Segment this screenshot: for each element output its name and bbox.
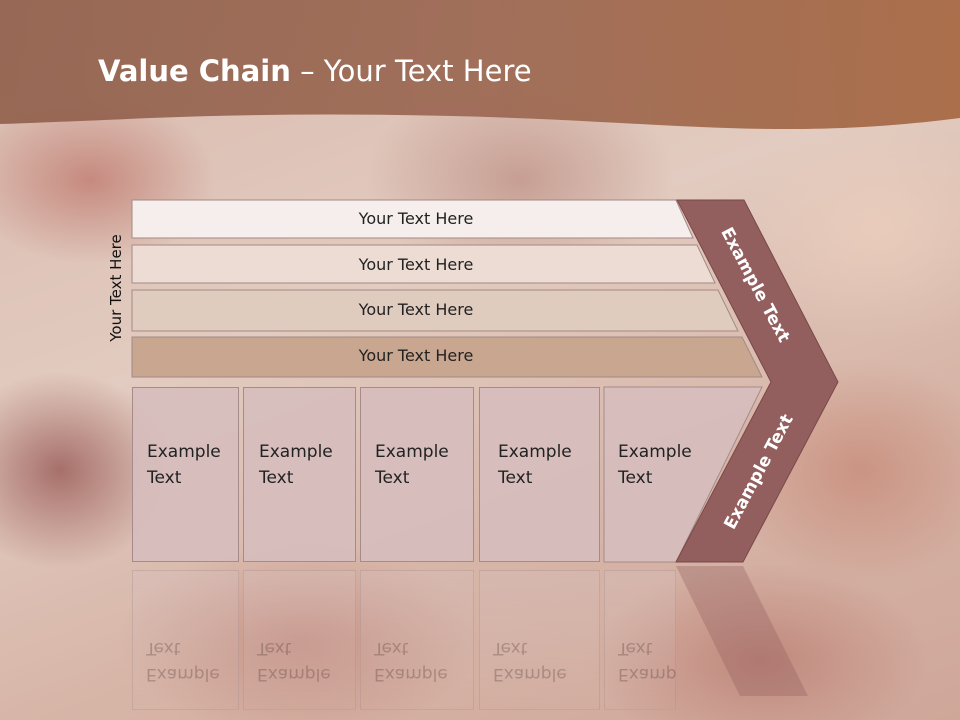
box-shape-5-arrow	[603, 386, 763, 563]
title-rest: – Your Text Here	[300, 54, 532, 88]
bar-label-2: Your Text Here	[358, 255, 474, 274]
bar-shape-4	[131, 336, 763, 378]
bar-shape-1	[131, 199, 694, 239]
bar-shape-2	[131, 244, 716, 284]
bar-shape-3	[131, 289, 739, 332]
bar-label-1: Your Text Here	[358, 209, 474, 228]
chevron-reflection	[676, 566, 808, 696]
activity-box-4	[479, 387, 600, 562]
chevron-shape	[675, 199, 839, 563]
vertical-axis-label: Your Text Here	[107, 234, 125, 342]
bar-label-4: Your Text Here	[358, 346, 474, 365]
activity-box-2	[243, 387, 356, 562]
page-title: Value Chain – Your Text Here	[98, 54, 532, 88]
header-band	[0, 0, 960, 130]
activity-box-3	[360, 387, 474, 562]
activity-box-1	[132, 387, 239, 562]
title-bold: Value Chain	[98, 54, 291, 88]
bar-label-3: Your Text Here	[358, 300, 474, 319]
